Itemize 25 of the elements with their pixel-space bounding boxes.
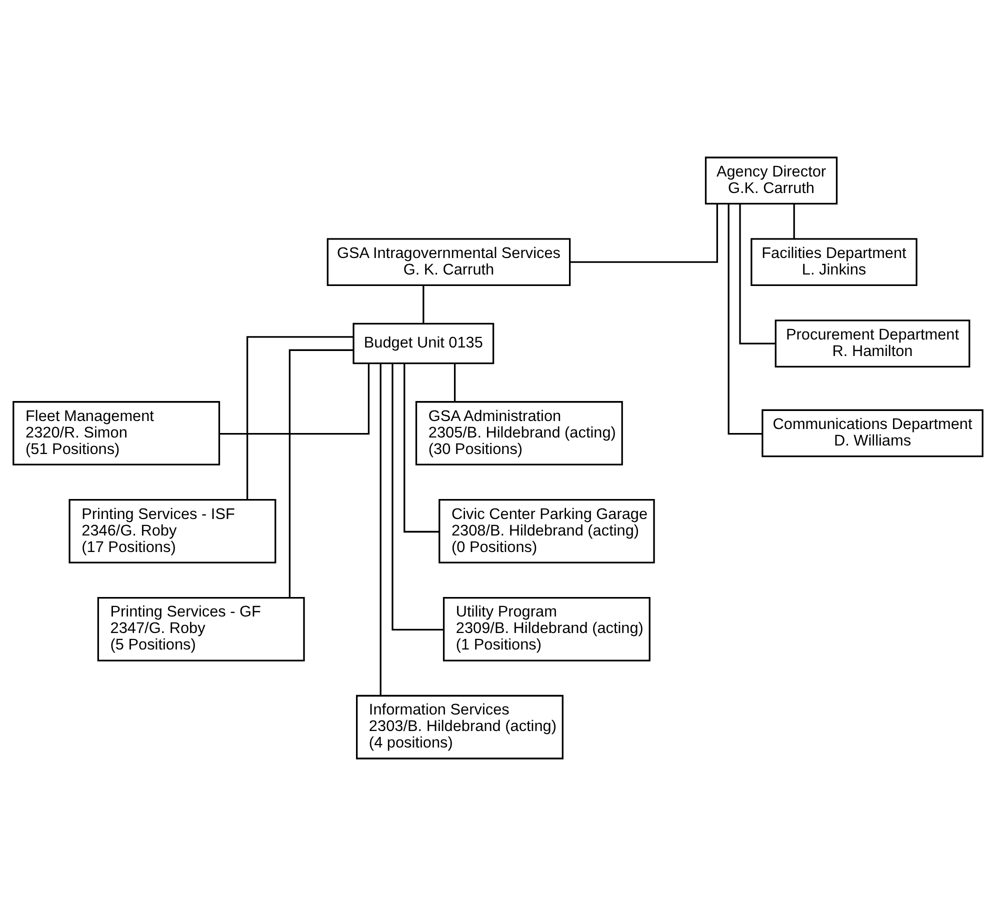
connector: [727, 203, 762, 434]
node-box: Printing Services - ISF 2346/G. Roby (17 Positions): [68, 498, 276, 563]
node-box: Civic Center Parking Garage 2308/B. Hildebrand (acting) (0 Positions): [438, 498, 654, 563]
node-box: GSA Administration 2305/B. Hildebrand (acting) (30 Positions): [414, 400, 622, 465]
connector: [792, 203, 794, 238]
connector: [453, 362, 456, 402]
node-box: Budget Unit 0135: [352, 322, 494, 364]
connector: [246, 336, 353, 500]
node-box: Agency Director G.K. Carruth: [704, 156, 838, 204]
connector: [218, 363, 370, 434]
node-box: Communications Department D. Williams: [761, 408, 983, 457]
node-box: Utility Program 2309/B. Hildebrand (acting) (1 Positions): [442, 596, 650, 661]
connector: [379, 363, 381, 696]
connector: [738, 203, 776, 344]
node-box: Printing Services - GF 2347/G. Roby (5 Positions): [96, 596, 304, 661]
connector: [391, 363, 443, 630]
node-box: Information Services 2303/B. Hildebrand (acting) (4 positions): [356, 694, 563, 759]
node-box: GSA Intragovernmental Services G. K. Carruth: [326, 238, 570, 286]
connector: [422, 284, 424, 323]
node-box: Fleet Management 2320/R. Simon (51 Positions): [12, 400, 220, 465]
connector: [288, 348, 353, 598]
connector: [570, 203, 718, 262]
connector: [403, 363, 439, 532]
node-box: Procurement Department R. Hamilton: [774, 319, 970, 367]
node-box: Facilities Department L. Jinkins: [750, 238, 917, 286]
